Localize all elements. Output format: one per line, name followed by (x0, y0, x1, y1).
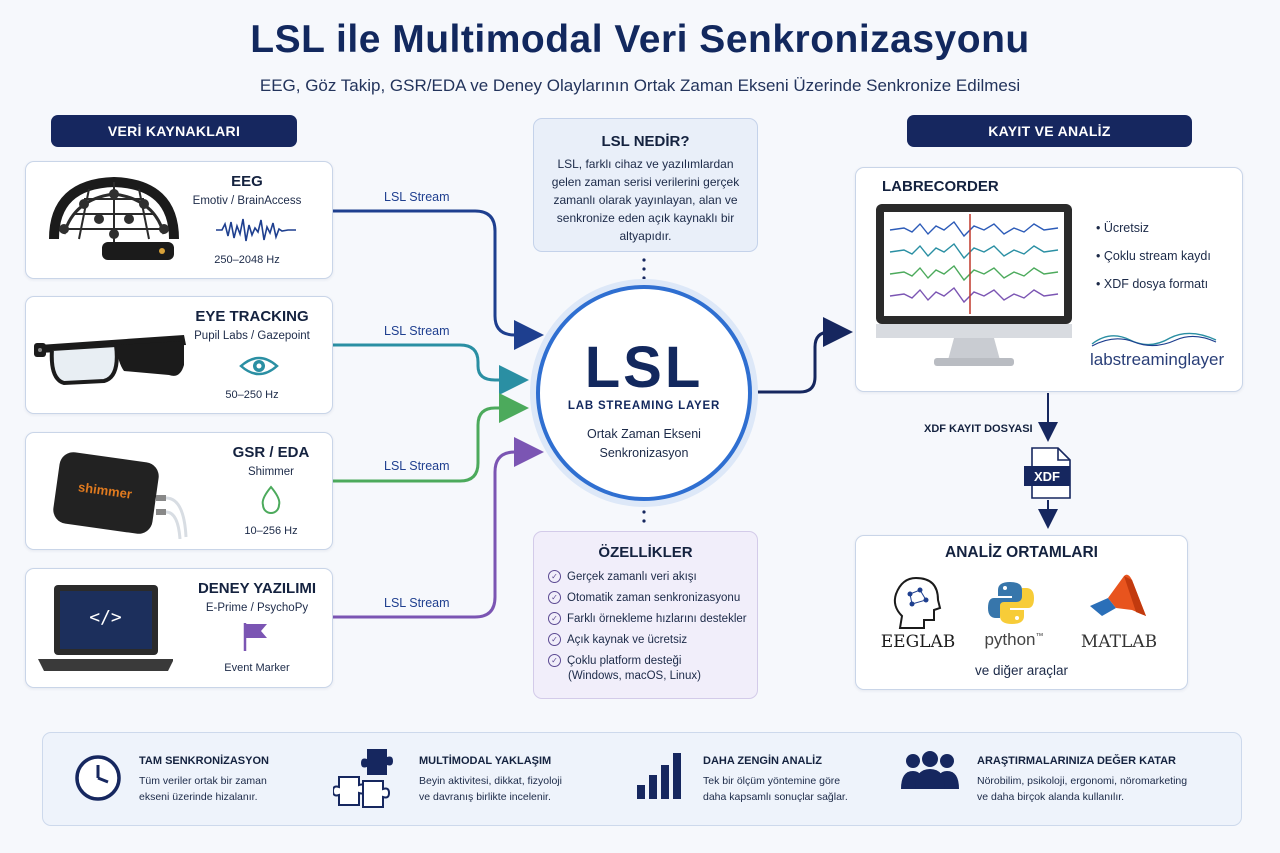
eeg-title: EEG (231, 173, 263, 190)
lsl-info-box: LSL NEDİR? LSL, farklı cihaz ve yazılıml… (533, 118, 758, 252)
monitor-icon (876, 204, 1072, 366)
benefit-title: DAHA ZENGİN ANALİZ (703, 755, 822, 767)
drop-icon (261, 485, 281, 514)
gsr-stream-arrow (333, 393, 529, 483)
features-title: ÖZELLİKLER (598, 544, 693, 561)
lsl-hub-line-2: Senkronizasyon (599, 446, 689, 460)
flag-icon (243, 623, 267, 651)
feature-item: ✓Otomatik zaman senkronizasyonu (548, 591, 753, 606)
eeg-rate: 250–2048 Hz (214, 254, 280, 266)
event-stream-arrow (333, 437, 544, 619)
lsl-info-line: senkronize eden açık kaynaklı bir (556, 211, 735, 225)
eye-tracking-subtitle: Pupil Labs / Gazepoint (194, 330, 310, 342)
eeg-subtitle: Emotiv / BrainAccess (192, 195, 302, 207)
eye-tracking-rate: 50–250 Hz (225, 389, 279, 401)
eye-stream-arrow (333, 343, 529, 395)
python-logo-icon (988, 582, 1034, 624)
gsr-subtitle: Shimmer (247, 466, 294, 478)
lsl-hub: LSL LAB STREAMING LAYER Ortak Zaman Ekse… (536, 285, 752, 501)
features-box: ÖZELLİKLER ✓Gerçek zamanlı veri akışı ✓O… (533, 531, 758, 699)
benefit-description: Beyin aktivitesi, dikkat, fizyoloji ve d… (419, 775, 562, 803)
experiment-software-subtitle: E-Prime / PsychoPy (205, 602, 309, 614)
labstreaminglayer-brand: labstreaminglayer (1090, 350, 1225, 369)
puzzle-icon (333, 749, 393, 808)
eeg-stream-arrow (333, 209, 544, 350)
lsl-hub-line-1: Ortak Zaman Ekseni (587, 427, 701, 441)
analysis-card: ANALİZ ORTAMLARI EEGLAB python™ MATLAB v… (855, 535, 1188, 690)
event-marker-label: Event Marker (224, 662, 290, 674)
lsl-logo-text: LSL (584, 335, 704, 400)
check-icon: ✓ (548, 591, 561, 605)
recorder-arrow (750, 317, 853, 394)
features-list: ✓Gerçek zamanlı veri akışı ✓Otomatik zam… (548, 570, 753, 684)
check-icon: ✓ (548, 654, 561, 668)
gsr-stream-label: LSL Stream (384, 459, 450, 473)
lsl-info-title: LSL NEDİR? (601, 133, 690, 150)
gsr-rate: 10–256 Hz (244, 525, 298, 537)
laptop-icon (38, 585, 173, 671)
recorder-bullet: • Ücretsiz (1096, 221, 1150, 235)
shimmer-device-icon (53, 452, 188, 539)
eeglab-label: EEGLAB (880, 632, 956, 652)
check-icon: ✓ (548, 633, 561, 647)
benefits-bar: TAM SENKRONİZASYON Tüm veriler ortak bir… (42, 732, 1242, 826)
feature-item: ✓Gerçek zamanlı veri akışı (548, 570, 753, 585)
eeglab-head-icon (893, 576, 942, 629)
feature-item: ✓Farklı örnekleme hızlarını destekler (548, 612, 753, 627)
analysis-title: ANALİZ ORTAMLARI (945, 544, 1098, 561)
eye-stream-label: LSL Stream (384, 324, 450, 338)
source-card-eye-tracking: EYE TRACKING Pupil Labs / Gazepoint 50–2… (25, 296, 333, 414)
bar-chart-icon (637, 753, 681, 799)
trademark-mark: ™ (1035, 631, 1044, 641)
labrecorder-title: LABRECORDER (882, 178, 999, 195)
users-icon (901, 751, 959, 789)
benefit-description: Tüm veriler ortak bir zaman ekseni üzeri… (139, 775, 267, 803)
eye-tracking-glasses-icon (34, 335, 186, 386)
xdf-file-icon (1024, 447, 1071, 499)
code-icon: </> (89, 607, 122, 628)
feature-item: ✓Çoklu platform desteği(Windows, macOS, … (548, 654, 753, 684)
lsl-info-description: LSL, farklı cihaz ve yazılımlardan gelen… (534, 155, 757, 245)
matlab-label: MATLAB (1080, 632, 1158, 652)
lsl-info-line: LSL, farklı cihaz ve yazılımlardan (557, 157, 734, 171)
xdf-file-label: XDF KAYIT DOSYASI (924, 423, 1033, 435)
sources-header: VERİ KAYNAKLARI (51, 115, 297, 147)
benefit-title: TAM SENKRONİZASYON (139, 755, 269, 767)
eye-tracking-title: EYE TRACKING (195, 308, 309, 325)
lsl-info-line: altyapıdır. (619, 229, 672, 243)
benefit-description: Nörobilim, psikoloji, ergonomi, nöromark… (977, 775, 1188, 803)
lsl-hub-name: LAB STREAMING LAYER (567, 400, 721, 412)
page-subtitle: EEG, Göz Takip, GSR/EDA ve Deney Olaylar… (259, 76, 1021, 95)
python-label: python™ (984, 630, 1044, 649)
recording-header: KAYIT VE ANALİZ (907, 115, 1192, 147)
lsl-wave-logo-icon (1091, 332, 1217, 347)
lsl-info-line: gelen zaman serisi verilerini gerçek (551, 175, 740, 189)
recorder-bullet: • XDF dosya formatı (1096, 277, 1209, 291)
gsr-title: GSR / EDA (232, 444, 310, 461)
eeg-stream-label: LSL Stream (384, 190, 450, 204)
eye-icon (239, 356, 279, 376)
event-stream-label: LSL Stream (384, 596, 450, 610)
xdf-file-badge: XDF (1034, 469, 1060, 484)
benefit-description: Tek bir ölçüm yöntemine göre daha kapsam… (703, 775, 848, 803)
page-title: LSL ile Multimodal Veri Senkronizasyonu (250, 18, 1030, 61)
matlab-logo-icon (1090, 574, 1146, 616)
check-icon: ✓ (548, 612, 561, 626)
check-icon: ✓ (548, 570, 561, 584)
clock-icon (75, 755, 121, 801)
source-card-gsr: shimmer GSR / EDA Shimmer 10–256 Hz (25, 432, 333, 550)
feature-item: ✓Açık kaynak ve ücretsiz (548, 633, 753, 648)
recorder-bullet: • Çoklu stream kaydı (1096, 249, 1211, 263)
eeg-headset-icon (49, 176, 179, 260)
benefit-title: ARAŞTIRMALARINIZA DEĞER KATAR (977, 755, 1177, 767)
lsl-info-line: zamanlı olarak yayınlayan, alan ve (553, 193, 738, 207)
brainwave-icon (216, 218, 296, 242)
source-card-eeg: EEG Emotiv / BrainAccess 250–2048 Hz (25, 161, 333, 279)
benefit-title: MULTİMODAL YAKLAŞIM (419, 755, 552, 767)
other-tools-label: ve diğer araçlar (974, 663, 1069, 678)
labrecorder-card: LABRECORDER • Ücretsiz • Çoklu stream ka… (855, 167, 1243, 392)
source-card-experiment-software: </> DENEY YAZILIMI E-Prime / PsychoPy Ev… (25, 568, 333, 688)
experiment-software-title: DENEY YAZILIMI (197, 580, 317, 597)
